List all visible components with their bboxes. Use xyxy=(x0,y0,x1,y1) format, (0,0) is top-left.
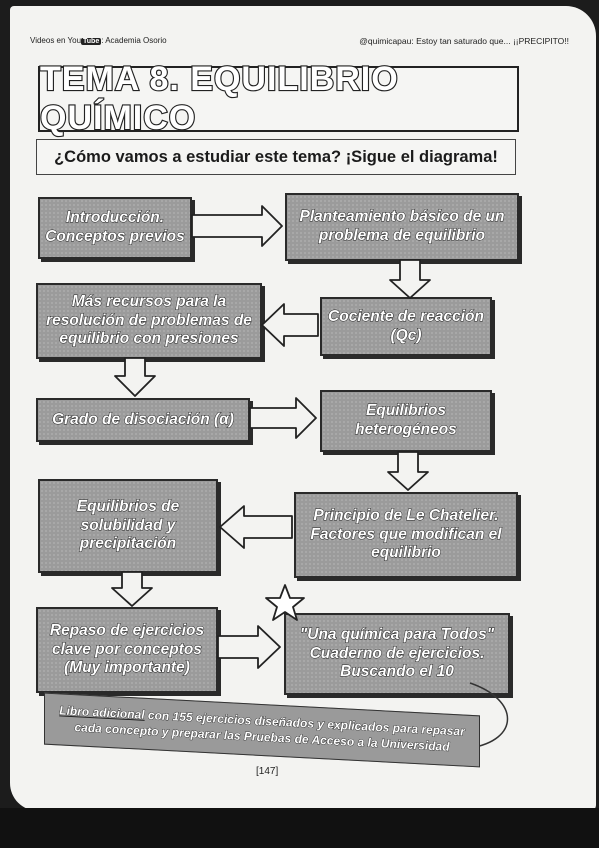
youtube-logo: Tube xyxy=(81,38,102,45)
subtitle: ¿Cómo vamos a estudiar este tema? ¡Sigue… xyxy=(54,147,498,166)
header-right: @quimicapau: Estoy tan saturado que... ¡… xyxy=(359,36,569,46)
footer-link[interactable]: Libro adicional xyxy=(59,703,145,723)
header-left-suffix: : Academia Osorio xyxy=(101,36,167,45)
title-box: TEMA 8. EQUILIBRIO QUÍMICO xyxy=(38,59,519,138)
subtitle-box: ¿Cómo vamos a estudiar este tema? ¡Sigue… xyxy=(36,139,516,175)
swoosh-line xyxy=(469,682,509,749)
box-le-chatelier: Principio de Le Chatelier. Factores que … xyxy=(294,492,518,578)
box-mas-recursos: Más recursos para la resolución de probl… xyxy=(36,283,262,359)
page-number: [147] xyxy=(256,766,279,777)
page-title: TEMA 8. EQUILIBRIO QUÍMICO xyxy=(39,59,399,138)
arrow-down-2 xyxy=(114,357,156,397)
arrow-down-1 xyxy=(389,259,431,299)
box-intro: Introducción. Conceptos previos xyxy=(38,197,192,259)
box-cociente: Cociente de reacción (Qc) xyxy=(320,297,492,356)
box-cuaderno: "Una química para Todos" Cuaderno de eje… xyxy=(284,613,510,695)
box-planteamiento: Planteamiento básico de un problema de e… xyxy=(285,193,519,261)
arrow-left-2 xyxy=(219,505,293,549)
arrow-right-2 xyxy=(249,397,317,439)
box-heterogeneos: Equilibrios heterogéneos xyxy=(320,390,492,452)
arrow-down-3 xyxy=(387,451,429,491)
page-shadow xyxy=(0,808,599,848)
box-repaso: Repaso de ejercicios clave por conceptos… xyxy=(36,607,218,693)
arrow-left-1 xyxy=(261,303,319,347)
star-icon xyxy=(265,584,305,621)
arrow-down-4 xyxy=(111,571,153,607)
arrow-right-1 xyxy=(191,205,283,247)
header-left-prefix: Videos en You xyxy=(30,36,82,45)
arrow-right-3 xyxy=(217,625,281,669)
box-grado: Grado de disociación (α) xyxy=(36,398,250,442)
